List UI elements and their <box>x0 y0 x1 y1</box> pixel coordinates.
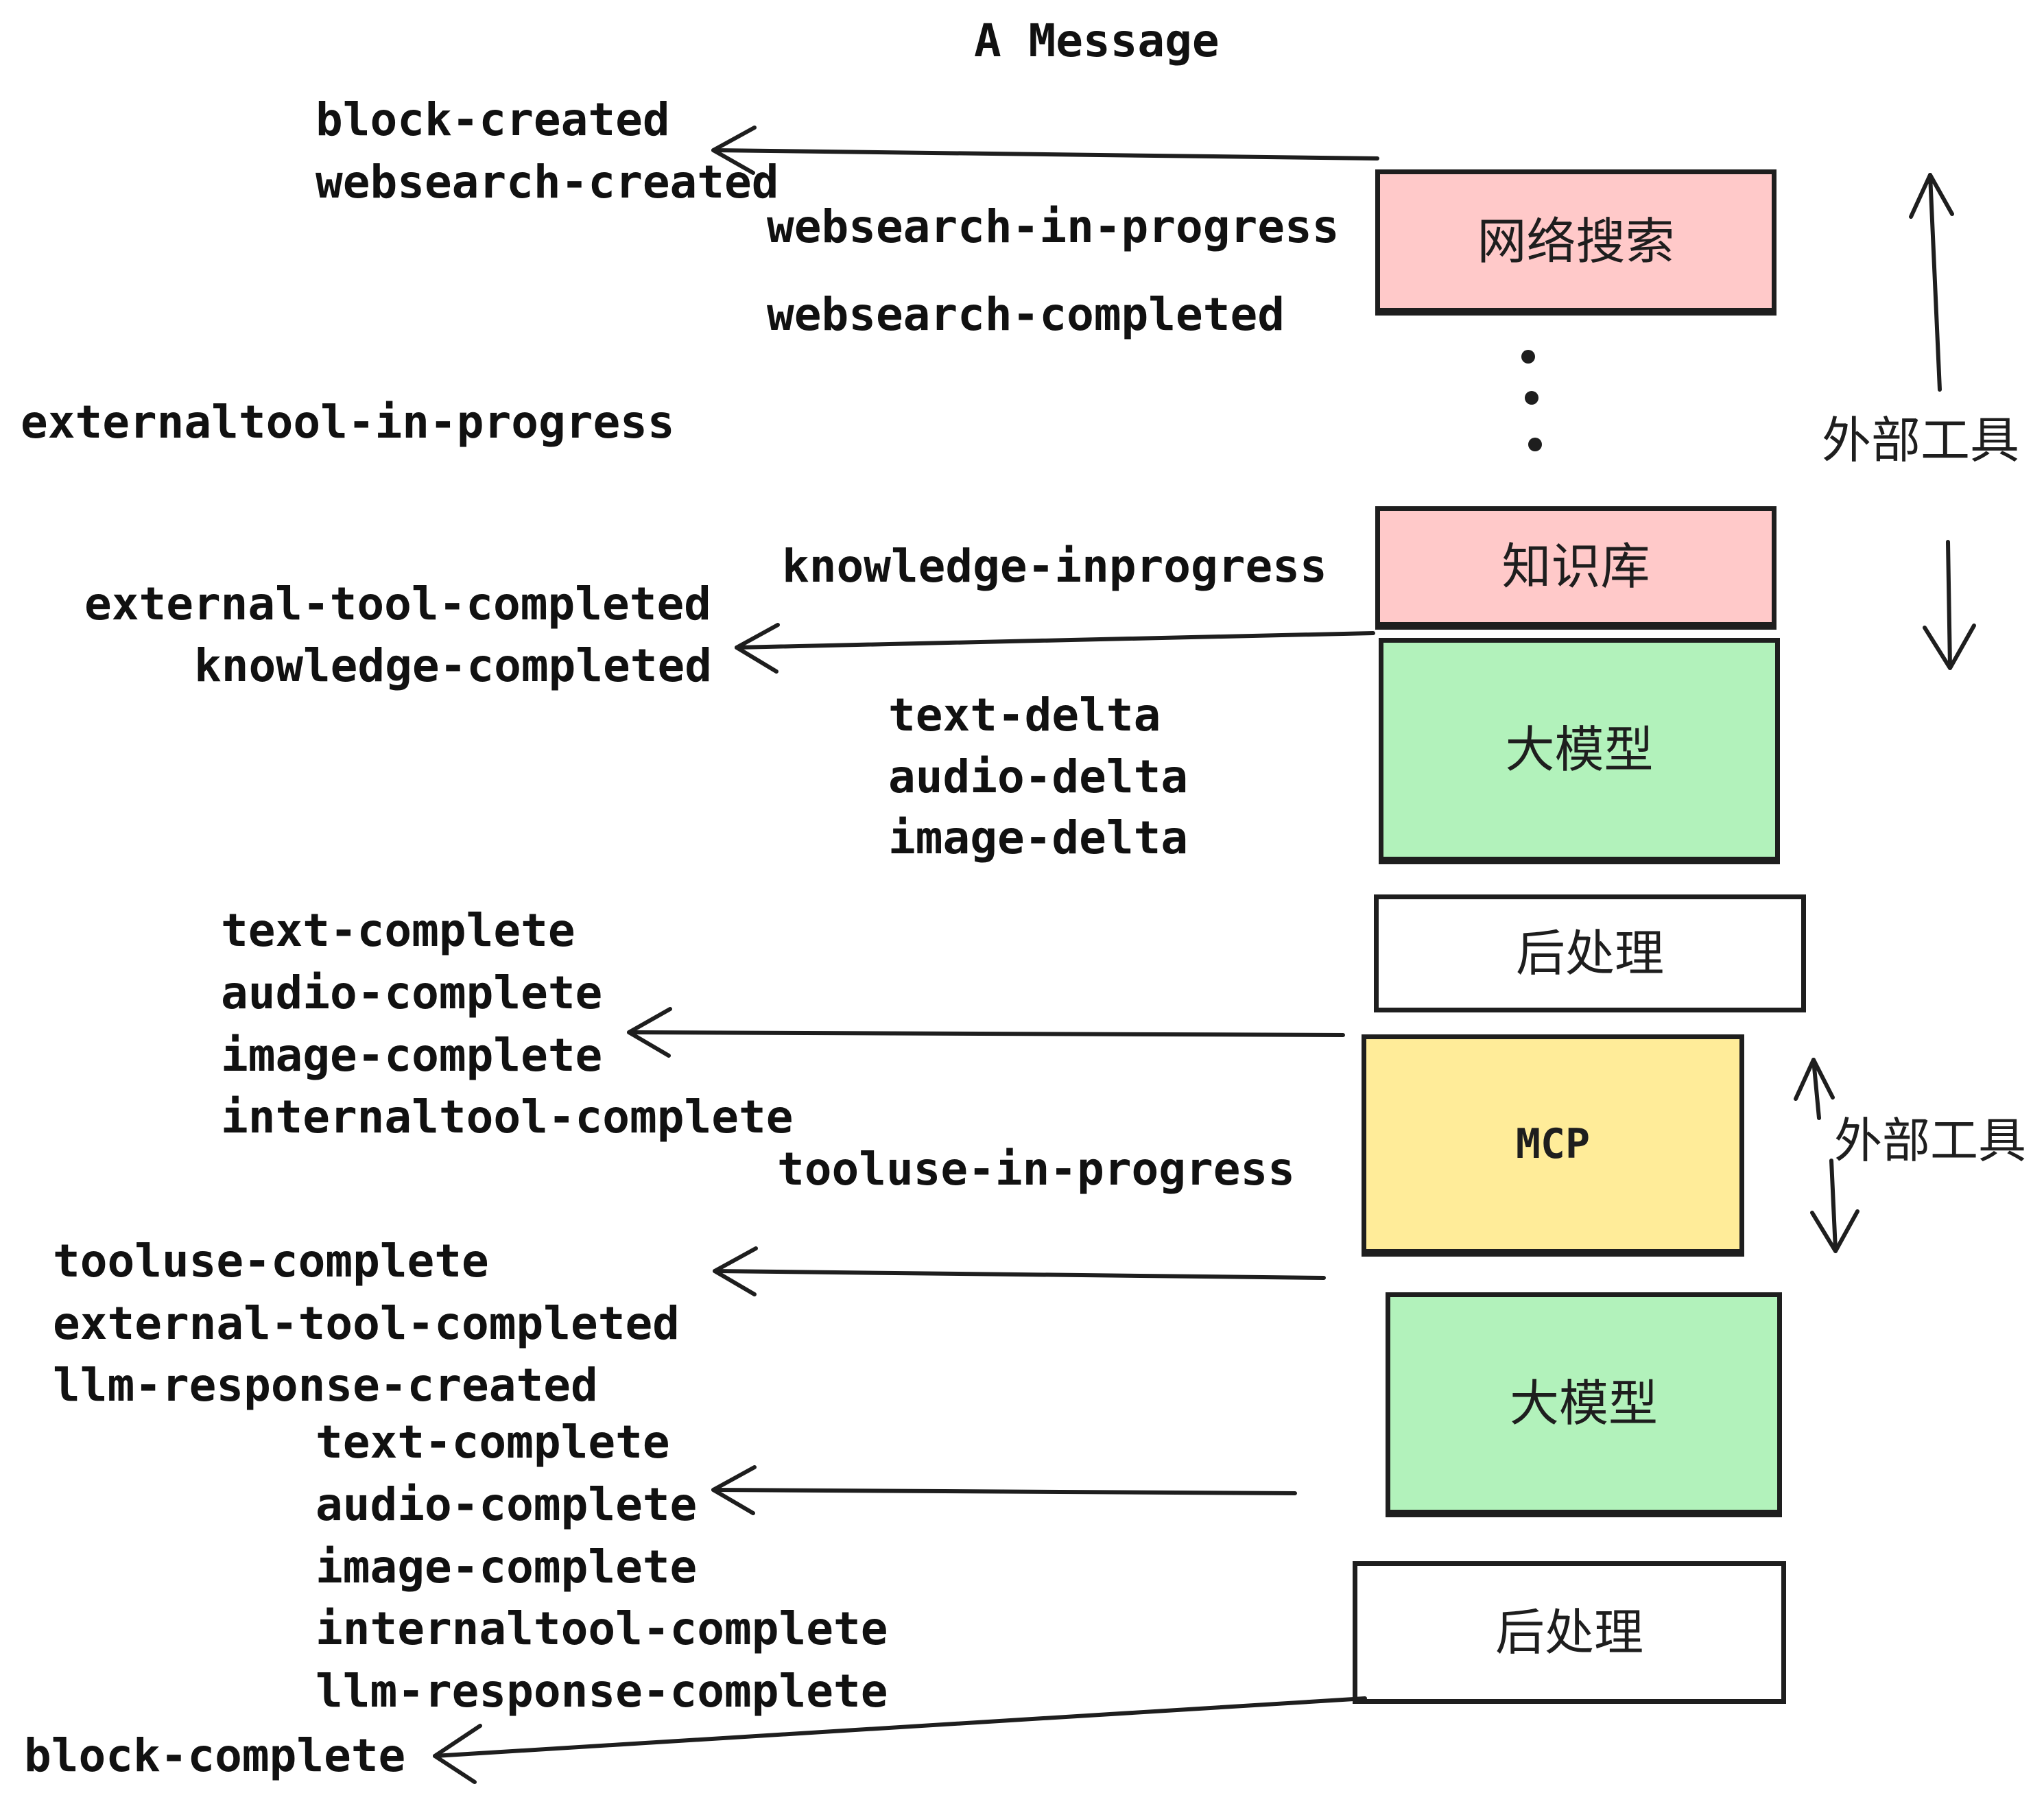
box-mcp: MCP <box>1362 1034 1744 1257</box>
arrow-postprocess1-to-complete <box>627 1007 1345 1058</box>
arrow-external-tools-1-down <box>1923 540 1976 670</box>
box-postprocess-1: 后处理 <box>1374 894 1806 1012</box>
box-postprocess-2-label: 后处理 <box>1495 1604 1643 1661</box>
box-web-search-label: 网络搜索 <box>1477 212 1675 270</box>
event-text-delta: text-delta <box>888 689 1161 741</box>
box-web-search: 网络搜索 <box>1375 169 1776 316</box>
event-image-complete-2: image-complete <box>316 1541 698 1593</box>
event-text-complete: text-complete <box>221 904 575 957</box>
event-block-complete: block-complete <box>24 1729 406 1782</box>
event-websearch-completed: websearch-completed <box>767 288 1285 341</box>
event-llm-response-created: llm-response-created <box>53 1359 598 1412</box>
event-tooluse-in-progress: tooluse-in-progress <box>777 1143 1295 1196</box>
event-text-complete-2: text-complete <box>316 1416 670 1469</box>
diagram-title: A Message <box>974 14 1220 67</box>
arrow-external-tools-1-up <box>1909 173 1954 392</box>
arrow-knowledge-to-completed <box>735 623 1375 674</box>
event-external-tool-completed: external-tool-completed <box>84 578 711 630</box>
arrow-websearch-to-created <box>711 126 1379 175</box>
ellipsis-dots <box>1521 350 1542 451</box>
box-llm-1-label: 大模型 <box>1505 721 1654 779</box>
event-audio-complete-2: audio-complete <box>316 1478 698 1531</box>
box-mcp-label: MCP <box>1515 1120 1591 1168</box>
event-knowledge-inprogress: knowledge-inprogress <box>782 540 1327 593</box>
event-externaltool-in-progress: externaltool-in-progress <box>21 396 675 449</box>
annotation-external-tools-2: 外部工具 <box>1834 1113 2026 1169</box>
box-postprocess-2: 后处理 <box>1353 1561 1786 1704</box>
arrow-external-tools-2-down <box>1810 1159 1859 1253</box>
event-knowledge-completed: knowledge-completed <box>194 639 712 692</box>
arrow-llm2-to-complete <box>711 1465 1297 1515</box>
event-websearch-in-progress: websearch-in-progress <box>767 200 1340 253</box>
event-llm-response-complete: llm-response-complete <box>316 1665 888 1718</box>
event-tooluse-complete: tooluse-complete <box>53 1235 489 1287</box>
box-postprocess-1-label: 后处理 <box>1515 925 1664 982</box>
box-knowledge-base: 知识库 <box>1375 506 1776 630</box>
arrow-mcp-to-tooluse-complete <box>713 1246 1326 1296</box>
box-knowledge-base-label: 知识库 <box>1501 538 1650 595</box>
box-llm-2: 大模型 <box>1386 1292 1782 1517</box>
arrow-postprocess2-to-block-complete <box>433 1696 1367 1784</box>
event-image-delta: image-delta <box>888 811 1189 864</box>
event-audio-delta: audio-delta <box>888 750 1189 803</box>
event-websearch-created: websearch-created <box>316 156 779 209</box>
event-internaltool-complete-2: internaltool-complete <box>316 1602 888 1655</box>
annotation-external-tools-1: 外部工具 <box>1822 412 2020 469</box>
arrow-external-tools-2-up <box>1794 1058 1835 1120</box>
event-audio-complete: audio-complete <box>221 966 603 1019</box>
box-llm-2-label: 大模型 <box>1509 1375 1658 1432</box>
box-llm-1: 大模型 <box>1379 638 1780 864</box>
event-image-complete: image-complete <box>221 1029 603 1082</box>
event-internaltool-complete: internaltool-complete <box>221 1091 794 1143</box>
event-block-created: block-created <box>316 93 670 146</box>
event-external-tool-completed-2: external-tool-completed <box>53 1297 680 1350</box>
